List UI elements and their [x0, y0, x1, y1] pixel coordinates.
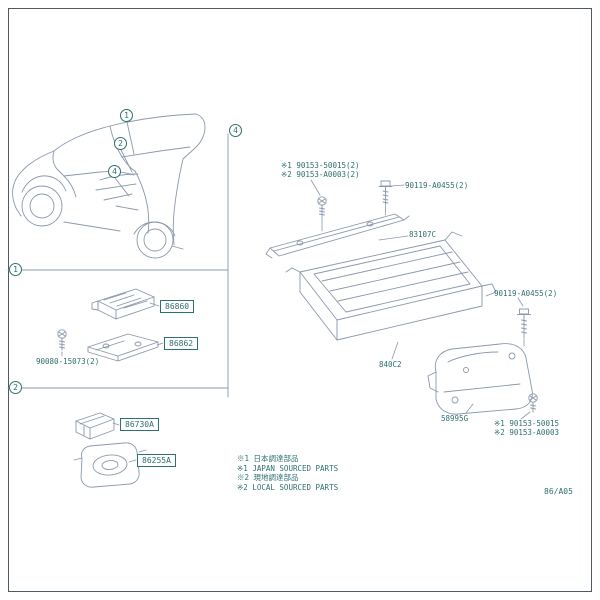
vehicle-illustration	[12, 113, 206, 259]
right-bolt-icon	[517, 308, 531, 339]
sourcing-note-line4: ※2 LOCAL SOURCED PARTS	[237, 482, 339, 492]
screw-note-lower-line1: ※1 90153-50015	[494, 419, 559, 428]
part-label-amplifier-bracket: 86862	[164, 337, 199, 350]
section-2-marker: 2	[9, 381, 22, 394]
section-4-marker: 4	[229, 124, 242, 137]
speaker-drawing	[73, 442, 147, 488]
sourcing-note-line1: ※1 日本調達部品	[237, 454, 299, 463]
support-drawing	[427, 343, 533, 415]
section-1-marker: 1	[9, 263, 22, 276]
screw-note-lower-line2: ※2 90153-A0003	[494, 428, 559, 437]
leader-lines	[61, 179, 531, 463]
screw-note-upper-line2: ※2 90153-A0003(2)	[281, 170, 360, 179]
amplifier-bracket-drawing	[87, 333, 159, 362]
bracket-drawing	[265, 213, 410, 259]
upper-bolt-icon	[378, 180, 393, 206]
sourcing-notes: ※1 日本調達部品 ※1 JAPAN SOURCED PARTS ※2 現地調達…	[237, 454, 338, 492]
page-border	[8, 8, 592, 592]
screw-note-upper-line1: ※1 90153-50015(2)	[281, 161, 360, 170]
part-label-speaker: 86255A	[137, 454, 176, 467]
section-dividers	[7, 133, 229, 398]
part-label-bolt-right: 90119-A0455(2)	[494, 289, 558, 298]
amplifier-drawing	[91, 288, 155, 320]
part-label-bolt-upper: 90119-A0455(2)	[405, 181, 469, 190]
vehicle-callout-2: 2	[114, 137, 127, 150]
sourcing-note-line3: ※2 現地調達部品	[237, 473, 299, 482]
tuner-drawing	[75, 412, 115, 440]
figure-code: 86/A05	[544, 487, 573, 496]
part-label-bracket: 83107C	[409, 230, 437, 239]
lower-screw-icon	[528, 393, 538, 413]
part-label-amplifier: 86860	[160, 300, 195, 313]
vehicle-callout-1: 1	[120, 109, 133, 122]
amplifier-screw-icon	[57, 329, 67, 351]
vehicle-callout-4: 4	[108, 165, 121, 178]
part-label-amplifier-screw: 90080-15073(2)	[36, 357, 100, 366]
upper-screw-icon	[317, 196, 327, 218]
sourcing-note-line2: ※1 JAPAN SOURCED PARTS	[237, 463, 339, 473]
carrier-drawing	[285, 231, 497, 341]
part-label-carrier: 840C2	[379, 360, 402, 369]
part-label-support: 58995G	[441, 414, 469, 423]
part-label-tuner: 86730A	[120, 418, 159, 431]
